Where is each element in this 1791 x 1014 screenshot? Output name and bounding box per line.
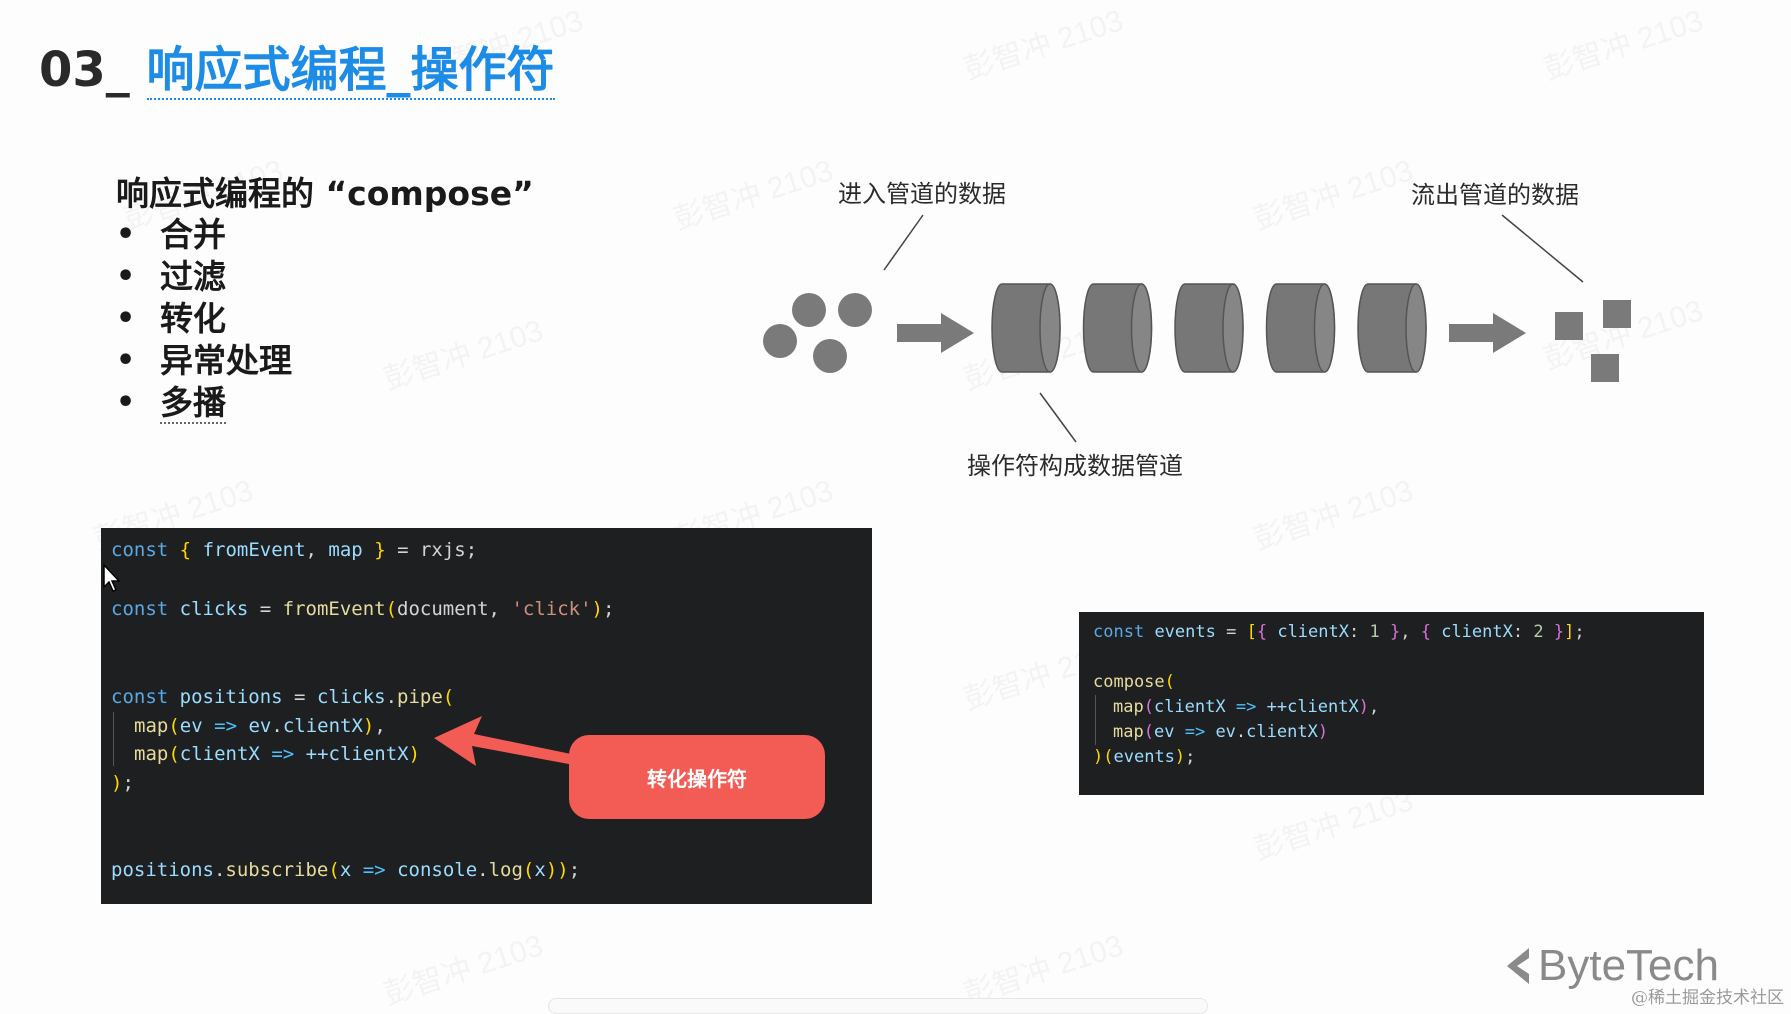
- operator-cylinders: [991, 283, 1427, 373]
- code-line: positions.subscribe(x => console.log(x))…: [111, 859, 581, 881]
- list-item: •转化: [116, 299, 226, 338]
- code-line: map(clientX => ++clientX),: [1113, 697, 1380, 717]
- compose-heading: 响应式编程的 “compose”: [116, 174, 534, 213]
- operator-cylinder: [991, 283, 1061, 373]
- indent-guide: [1095, 695, 1096, 745]
- brand-logo-text: ByteTech: [1538, 941, 1719, 990]
- code-line: compose(: [1093, 672, 1175, 692]
- input-data-dot: [763, 324, 797, 358]
- pipeline-diagram: [763, 214, 1631, 443]
- transform-operator-callout: 转化操作符: [569, 735, 825, 819]
- list-item: •过滤: [116, 257, 226, 296]
- list-item: •多播: [116, 383, 226, 424]
- output-data-square: [1555, 312, 1583, 340]
- output-data-label: 流出管道的数据: [1411, 181, 1579, 209]
- code-line: map(clientX => ++clientX): [134, 743, 421, 765]
- rxjs-code-block: const { fromEvent, map } = rxjs; const c…: [101, 528, 872, 904]
- watermark: 彭智冲 2103: [380, 929, 548, 1012]
- leader-line: [883, 214, 924, 271]
- title-number: 03_: [39, 42, 130, 98]
- source-credit: @稀土掘金技术社区: [1631, 988, 1784, 1008]
- mouse-cursor-icon: [103, 563, 121, 592]
- compose-code-block: const events = [{ clientX: 1 }, { client…: [1079, 612, 1704, 795]
- arrow-in-icon: [897, 313, 974, 353]
- pipeline-label: 操作符构成数据管道: [967, 452, 1183, 480]
- output-data-square: [1603, 300, 1631, 328]
- arrow-out-icon: [1449, 313, 1526, 353]
- bullet-icon: •: [116, 301, 136, 336]
- output-data-square: [1591, 354, 1619, 382]
- list-item: •合并: [116, 215, 226, 254]
- operator-cylinder: [1174, 283, 1244, 373]
- input-data-dot: [813, 339, 847, 373]
- code-line: )(events);: [1093, 747, 1196, 767]
- input-data-dot: [792, 293, 826, 327]
- list-item: •异常处理: [116, 341, 292, 380]
- title-topic: 响应式编程_操作符: [146, 42, 555, 100]
- bytetech-logo-icon: [1507, 948, 1529, 984]
- slide-title: 03_ 响应式编程_操作符: [39, 38, 555, 102]
- bullet-icon: •: [116, 217, 136, 252]
- indent-guide: [113, 712, 114, 766]
- code-line: map(ev => ev.clientX): [1113, 722, 1329, 742]
- operator-cylinder: [1082, 283, 1153, 373]
- code-line: map(ev => ev.clientX),: [134, 715, 386, 737]
- watermark: 彭智冲 2103: [1540, 4, 1708, 87]
- bullet-icon: •: [116, 259, 136, 294]
- input-data-label: 进入管道的数据: [838, 180, 1006, 208]
- code-line: const positions = clicks.pipe(: [111, 686, 455, 708]
- code-line: );: [111, 772, 134, 794]
- leader-line: [1501, 214, 1584, 283]
- input-data-dot: [838, 293, 872, 327]
- operator-cylinder: [1357, 283, 1427, 373]
- code-line: const events = [{ clientX: 1 }, { client…: [1093, 622, 1585, 642]
- callout-arrow-icon: [434, 716, 576, 766]
- watermark: 彭智冲 2103: [380, 314, 548, 397]
- bullet-icon: •: [116, 343, 136, 378]
- leader-line: [1039, 392, 1077, 443]
- bottom-scroll-bar: [548, 998, 1208, 1014]
- watermark: 彭智冲 2103: [960, 4, 1128, 87]
- operator-cylinder: [1265, 283, 1336, 373]
- watermark: 彭智冲 2103: [1250, 474, 1418, 557]
- operator-category-list: •合并 •过滤 •转化 •异常处理 •多播: [116, 214, 292, 424]
- code-line: const { fromEvent, map } = rxjs;: [111, 539, 478, 561]
- bullet-icon: •: [116, 385, 136, 420]
- code-line: const clicks = fromEvent(document, 'clic…: [111, 598, 615, 620]
